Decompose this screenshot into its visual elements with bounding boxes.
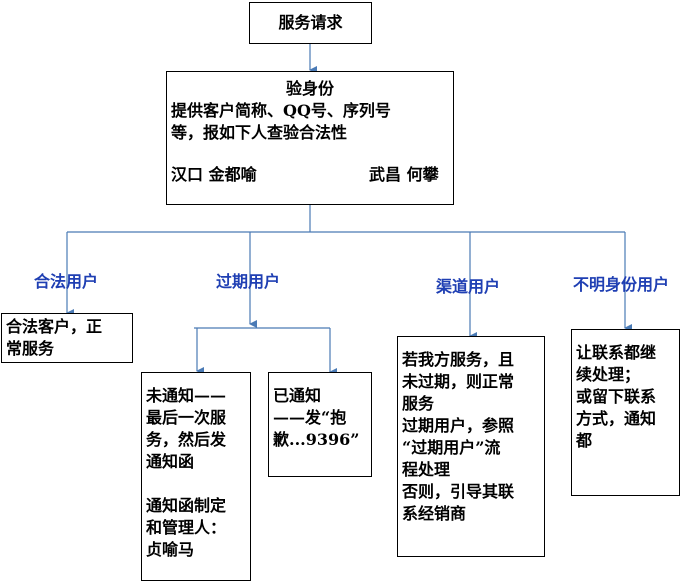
unknown-user-box: 让联系都继 续处理； 或留下联系 方式，通知 都 bbox=[571, 329, 680, 496]
channel-user-line: 过期用户，参照 bbox=[402, 416, 515, 435]
unknown-user-line: 都 bbox=[576, 431, 593, 450]
contact-hankou: 汉口 金都喻 bbox=[171, 165, 257, 184]
not-notified-line bbox=[146, 473, 246, 495]
unknown-user-line: 让联系都继 bbox=[576, 343, 657, 362]
not-notified-line: 未通知—— bbox=[146, 386, 227, 405]
service-request-box: 服务请求 bbox=[249, 2, 372, 44]
channel-user-label: 渠道用户 bbox=[436, 277, 501, 296]
expired-user-label: 过期用户 bbox=[216, 272, 281, 291]
not-notified-line: 和管理人： bbox=[146, 518, 227, 537]
contact-wuchang: 武昌 何攀 bbox=[369, 165, 439, 184]
notified-line: 歉...9396” bbox=[273, 430, 360, 449]
verify-identity-title: 验身份 bbox=[285, 79, 334, 98]
channel-user-box: 若我方服务，且 未过期，则正常 服务 过期用户，参照 “过期用户”流 程处理 否… bbox=[397, 336, 545, 557]
notified-line: 已通知 bbox=[273, 386, 322, 405]
notified-line: ——发“抱 bbox=[273, 408, 347, 427]
legal-user-box: 合法客户，正 常服务 bbox=[1, 313, 133, 363]
channel-user-line: “过期用户”流 bbox=[402, 438, 501, 457]
unknown-user-label: 不明身份用户 bbox=[573, 275, 670, 294]
channel-user-line: 程处理 bbox=[402, 460, 451, 479]
unknown-user-line: 或留下联系 bbox=[576, 387, 657, 406]
unknown-user-line: 方式，通知 bbox=[576, 409, 657, 428]
unknown-user-line: 续处理； bbox=[576, 365, 641, 384]
legal-user-label: 合法用户 bbox=[34, 272, 99, 291]
notified-box: 已通知 ——发“抱 歉...9396” bbox=[268, 372, 372, 477]
not-notified-line: 通知函 bbox=[146, 452, 195, 471]
channel-user-line: 否则，引导其联 bbox=[402, 482, 515, 501]
channel-user-line: 服务 bbox=[402, 394, 435, 413]
not-notified-line: 务，然后发 bbox=[146, 430, 227, 449]
legal-user-line: 合法客户，正 bbox=[6, 317, 103, 336]
channel-user-line: 若我方服务，且 bbox=[402, 350, 515, 369]
not-notified-line: 贞喻马 bbox=[146, 540, 195, 559]
channel-user-line: 未过期，则正常 bbox=[402, 372, 515, 391]
legal-user-line: 常服务 bbox=[6, 339, 55, 358]
verify-identity-line: 等，报如下人查验合法性 bbox=[171, 123, 348, 142]
not-notified-box: 未通知—— 最后一次服 务，然后发 通知函 通知函制定 和管理人： 贞喻马 bbox=[141, 372, 251, 581]
verify-identity-line: 提供客户简称、QQ号、序列号 bbox=[171, 101, 391, 120]
not-notified-line: 通知函制定 bbox=[146, 496, 227, 515]
channel-user-line: 系经销商 bbox=[402, 504, 467, 523]
service-request-title: 服务请求 bbox=[278, 13, 343, 32]
verify-identity-box: 验身份 提供客户简称、QQ号、序列号 等，报如下人查验合法性 汉口 金都喻 武昌… bbox=[166, 71, 454, 205]
not-notified-line: 最后一次服 bbox=[146, 408, 227, 427]
